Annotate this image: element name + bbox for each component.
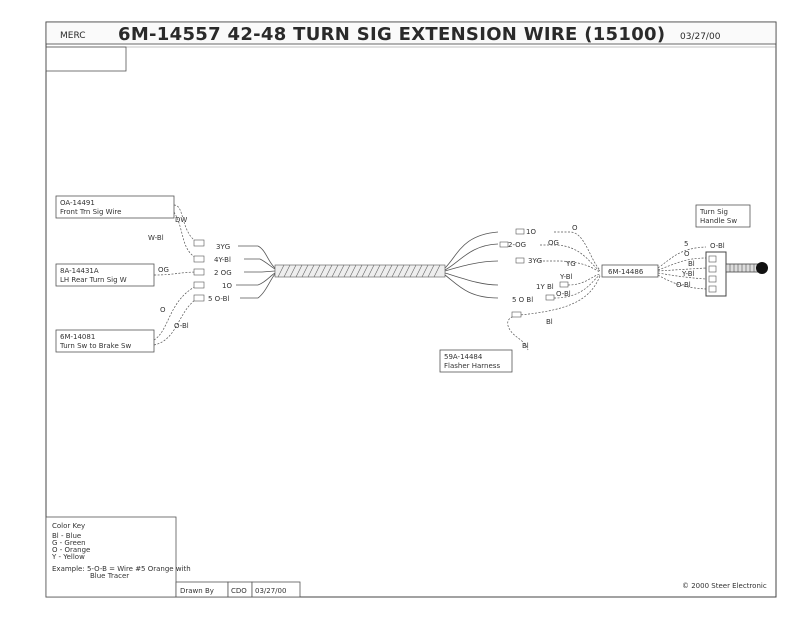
handle-switch bbox=[705, 251, 768, 297]
switch-knob-icon bbox=[756, 262, 768, 274]
front-turn-id: OA-14491 bbox=[60, 199, 95, 207]
wire-label-dw: DW bbox=[175, 216, 187, 224]
brake-sw-id: 6M-14081 bbox=[60, 333, 95, 341]
pin-label-4ybl: 4Y-Bl bbox=[214, 256, 231, 264]
rwire-o: O bbox=[572, 224, 578, 232]
pin-label-3yg: 3YG bbox=[216, 243, 230, 251]
title-date: 03/27/00 bbox=[680, 32, 721, 42]
hwire-obl: O-Bl bbox=[676, 281, 691, 289]
rwire-obl: O-Bl bbox=[556, 290, 571, 298]
wire-label-obl: O-Bl bbox=[174, 322, 189, 330]
color-key-item-3: O - Orange bbox=[52, 546, 90, 554]
wire-label-wbl: W-Bl bbox=[148, 234, 164, 242]
flasher-id: 59A-14484 bbox=[444, 353, 483, 361]
diagram-title: 6M-14557 42-48 TURN SIG EXTENSION WIRE (… bbox=[118, 24, 665, 45]
company-code: MERC bbox=[60, 31, 86, 41]
connector-6m-id: 6M-14486 bbox=[608, 268, 644, 276]
front-turn-name: Front Trn Sig Wire bbox=[60, 208, 121, 216]
wire-label-o: O bbox=[160, 306, 166, 314]
hwire-bl: Bl bbox=[688, 260, 695, 268]
wire-label-og: OG bbox=[158, 266, 169, 274]
handle-sw-line1: Turn Sig bbox=[699, 208, 728, 216]
handle-sw-line2: Handle Sw bbox=[700, 217, 737, 225]
pin-label-2og: 2 OG bbox=[214, 269, 232, 277]
rwire-bl-lower: Bl bbox=[522, 342, 529, 350]
title-bar bbox=[45, 21, 777, 45]
rpin-5obl: 5 O Bl bbox=[512, 296, 533, 304]
color-key-title: Color Key bbox=[52, 522, 85, 530]
lh-rear-turn-box: 8A-14431A LH Rear Turn Sig W bbox=[55, 263, 155, 287]
rpin-2og: 2-OG bbox=[508, 241, 526, 249]
sheet-border bbox=[45, 21, 777, 598]
rpin-1o: 1O bbox=[526, 228, 536, 236]
front-turn-signal-box: OA-14491 Front Trn Sig Wire bbox=[55, 195, 175, 219]
pin-label-1o: 1O bbox=[222, 282, 232, 290]
flasher-harness-box: 59A-14484 Flasher Harness bbox=[439, 349, 513, 373]
rpin-3yg: 3YG bbox=[528, 257, 542, 265]
color-key-item-1: Bl - Blue bbox=[52, 532, 81, 540]
color-key-example-1: Example: 5-O-B = Wire #5 Orange with bbox=[52, 565, 191, 573]
right-connector-column bbox=[499, 228, 569, 301]
drawn-by-initials: CDO bbox=[231, 587, 247, 595]
rwire-yg: YG bbox=[565, 260, 576, 268]
hwire-o: O bbox=[684, 250, 690, 258]
handle-switch-label: Turn Sig Handle Sw bbox=[695, 204, 751, 228]
drawn-by-label: Drawn By bbox=[180, 587, 214, 595]
drawn-by-date: 03/27/00 bbox=[255, 587, 286, 595]
hwire-5: 5 bbox=[684, 240, 688, 248]
color-key-item-4: Y - Yellow bbox=[51, 553, 85, 561]
brake-switch-box: 6M-14081 Turn Sw to Brake Sw bbox=[55, 329, 155, 353]
color-key-example-2: Blue Tracer bbox=[90, 572, 129, 580]
main-cable-bundle bbox=[274, 264, 446, 278]
rpin-1ybl: 1Y Bl bbox=[536, 283, 554, 291]
rwire-ybl: Y-Bl bbox=[559, 273, 573, 281]
rwire-og: OG bbox=[548, 239, 559, 247]
connector-6m-14486: 6M-14486 bbox=[601, 264, 659, 278]
pin-label-5obl: 5 O-Bl bbox=[208, 295, 229, 303]
hwire-ybl: Y-Bl bbox=[681, 270, 695, 278]
revision-box bbox=[45, 46, 127, 72]
rwire-bl-upper: Bl bbox=[546, 318, 553, 326]
lh-rear-id: 8A-14431A bbox=[60, 267, 99, 275]
brake-sw-name: Turn Sw to Brake Sw bbox=[59, 342, 131, 350]
copyright-text: © 2000 Steer Electronic bbox=[682, 582, 767, 590]
color-key: Color Key Bl - Blue G - Green O - Orange… bbox=[45, 516, 191, 598]
color-key-item-2: G - Green bbox=[52, 539, 86, 547]
left-connector-column bbox=[193, 239, 205, 302]
hwire-bl-top: O-Bl bbox=[710, 242, 725, 250]
drawn-by-block: Drawn By CDO 03/27/00 bbox=[175, 581, 301, 598]
flasher-name: Flasher Harness bbox=[444, 362, 500, 370]
lh-rear-name: LH Rear Turn Sig W bbox=[60, 276, 127, 284]
